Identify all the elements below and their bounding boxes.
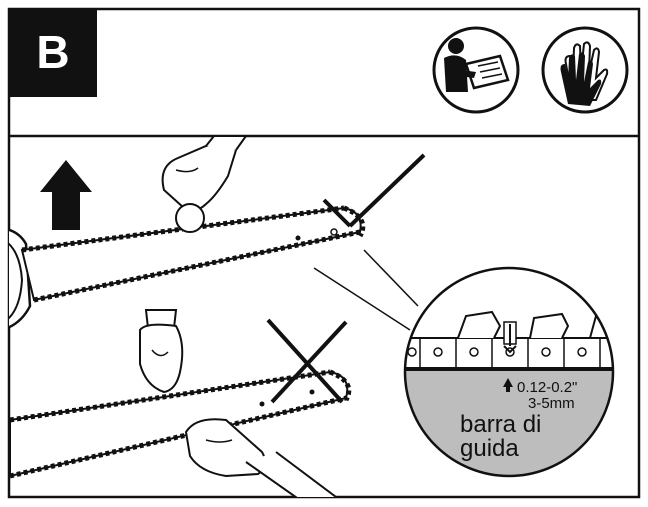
guide-bar-label-line2: guida (460, 435, 519, 462)
hand-lower-bottom (184, 418, 338, 497)
step-badge: B (9, 9, 97, 97)
read-manual-icon (432, 26, 520, 114)
check-mark-icon (322, 153, 426, 228)
leader-line (313, 267, 411, 331)
measurement-metric: 3-5mm (528, 395, 575, 412)
x-mark-icon (266, 318, 348, 404)
chain-detail (405, 310, 613, 369)
illustration (9, 136, 426, 497)
hand-upper (161, 136, 248, 233)
hand-lower-top (139, 309, 184, 394)
up-arrow-icon (40, 160, 92, 230)
guide-bar-label-line1: barra di (460, 411, 541, 438)
leader-line (363, 249, 419, 307)
measurement-inches: 0.12-0.2" (517, 379, 577, 396)
step-letter: B (36, 26, 69, 78)
guide-bar-lower (9, 369, 352, 479)
wear-gloves-icon (541, 26, 629, 114)
small-up-arrow-icon (503, 378, 513, 392)
